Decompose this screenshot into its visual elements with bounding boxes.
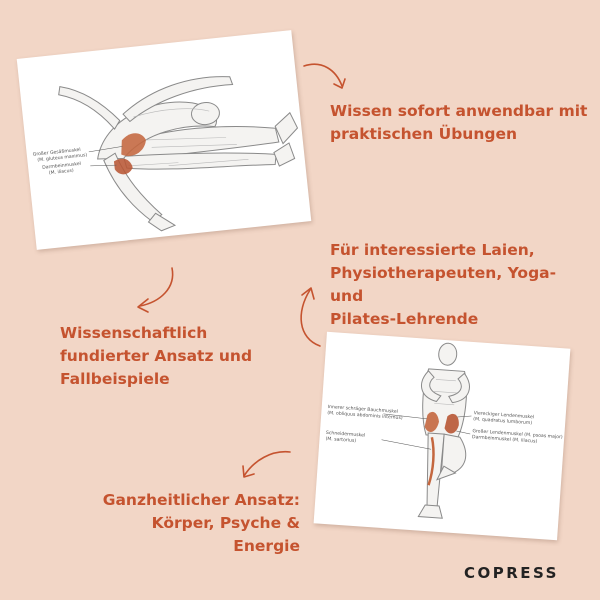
anatomy-card-forward-bend: Großer Gesäßmuskel (M. gluteus maximus) … <box>16 30 312 250</box>
label-obliquus: Innerer schräger Bauchmuskel <box>328 404 399 415</box>
tree-pose-illustration: Innerer schräger Bauchmuskel (M. obliquu… <box>325 342 563 519</box>
label-gluteus: Großer Gesäßmuskel <box>33 147 81 158</box>
feature-holistic-approach: Ganzheitlicher Ansatz: Körper, Psyche & … <box>102 491 300 555</box>
label-sartorius-latin: (M. sartorius) <box>325 436 356 444</box>
label-iliacus: Darmbeinmuskel (M. iliacus) <box>472 434 538 445</box>
curved-arrow-icon <box>303 63 346 89</box>
label-quadratus-latin: (M. quadratus lumborum) <box>473 416 532 426</box>
anatomy-card-tree-pose: Innerer schräger Bauchmuskel (M. obliquu… <box>313 331 571 541</box>
label-iliacus-latin: (M. iliacus) <box>49 168 75 177</box>
label-quadratus: Viereckiger Lendenmuskel <box>473 410 534 420</box>
label-sartorius: Schneidermuskel <box>326 430 366 439</box>
curved-arrow-icon <box>137 267 174 313</box>
curved-arrow-icon <box>242 451 291 478</box>
label-iliacus: Darmbeinmuskel <box>42 161 81 171</box>
label-gluteus-latin: (M. gluteus maximus) <box>37 152 88 163</box>
curved-arrow-icon <box>300 287 321 347</box>
label-obliquus-latin: (M. obliquus abdominis internus) <box>327 410 403 421</box>
forward-bend-illustration: Großer Gesäßmuskel (M. gluteus maximus) … <box>33 76 299 232</box>
feature-target-audience: Für interessierte Laien, Physiotherapeut… <box>330 241 557 328</box>
feature-scientific-approach: Wissenschaftlich fundierter Ansatz und F… <box>60 324 253 388</box>
feature-practical-exercises: Wissen sofort anwendbar mit praktischen … <box>330 102 588 143</box>
brand-logo: COPRESS <box>464 564 559 582</box>
